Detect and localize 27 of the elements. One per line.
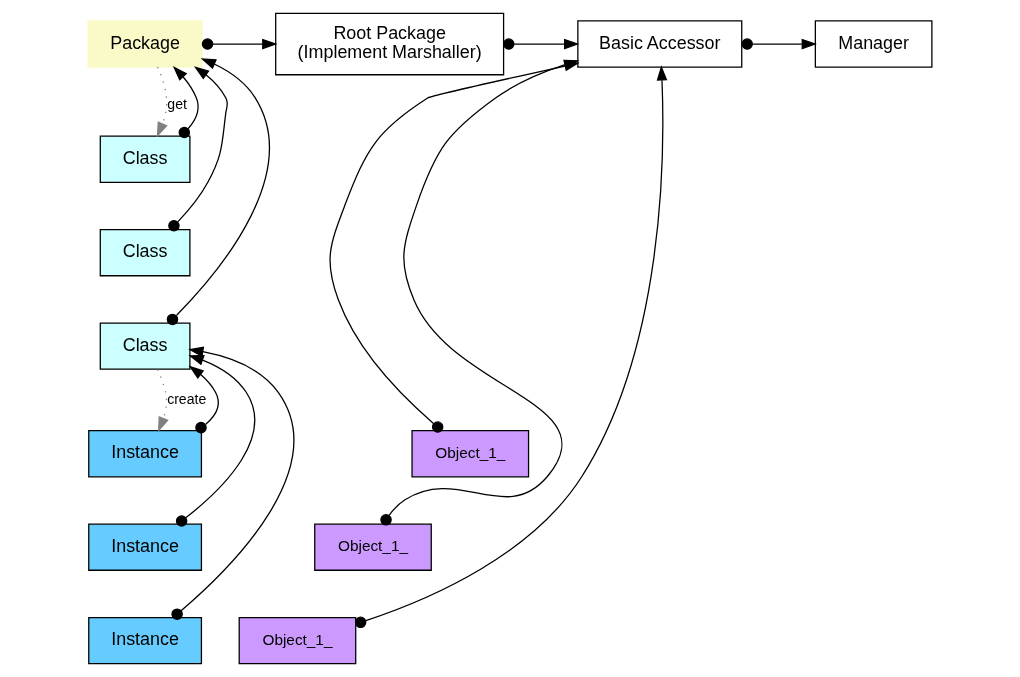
node-box: Basic Accessor xyxy=(577,20,743,68)
arrow xyxy=(156,66,168,138)
node-box: Package xyxy=(87,20,203,68)
arrow xyxy=(741,38,817,50)
edge-label: get xyxy=(167,96,187,113)
node-box: Object_1_ xyxy=(411,430,530,478)
node-box: Class xyxy=(99,322,191,370)
node-box: Class xyxy=(99,135,191,183)
arrow xyxy=(201,38,278,50)
arrow xyxy=(171,346,294,620)
arrow xyxy=(168,66,229,232)
arrow xyxy=(166,58,270,326)
node-box: Instance xyxy=(88,523,203,571)
node-box: Instance xyxy=(88,430,203,478)
node-box: Manager xyxy=(814,20,933,68)
node-box: Object_1_ xyxy=(314,523,432,571)
node-box: Object_1_ xyxy=(238,617,357,665)
node-box: Root Package (Implement Marshaller) xyxy=(275,12,505,76)
edge-label: create xyxy=(167,390,207,407)
arrow xyxy=(175,355,256,527)
arrow xyxy=(188,365,219,434)
arrow xyxy=(354,65,668,629)
arrow xyxy=(172,66,199,139)
arrow xyxy=(156,368,169,433)
node-box: Class xyxy=(99,229,191,277)
node-box: Instance xyxy=(88,617,203,665)
arrow xyxy=(503,38,580,50)
